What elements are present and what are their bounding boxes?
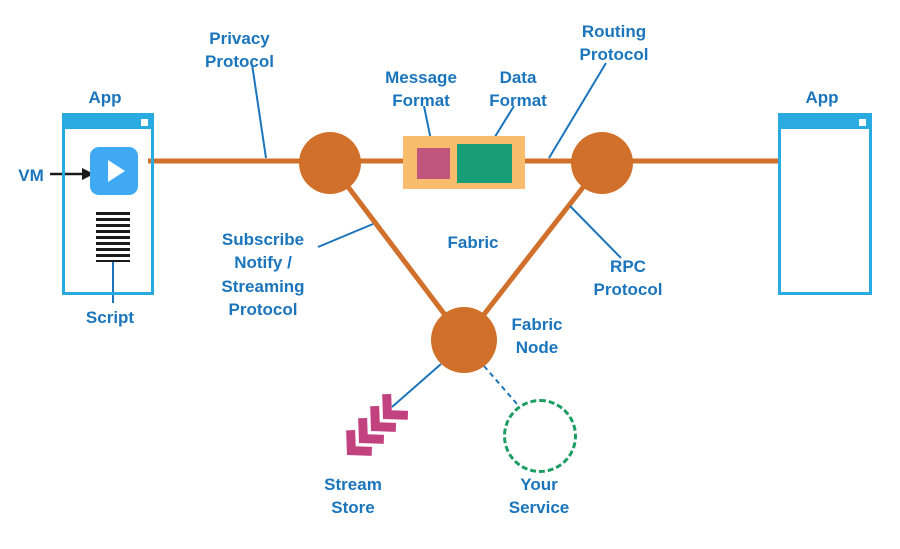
privacy-pointer-line [251,63,267,159]
vm-label: VM [18,166,44,185]
subscribe-protocol-label: Subscribe Notify / Streaming Protocol [221,230,305,320]
message-format-label: Message Format [385,68,457,111]
privacy-protocol-label: Privacy Protocol [205,29,274,72]
script-label: Script [85,308,135,327]
format-container [403,136,525,189]
fabric-node-bottom [431,307,497,373]
fabric-node-left [299,132,361,194]
message-format-block [417,148,450,179]
rpc-protocol-label: RPC Protocol [593,257,663,300]
fabric-label: Fabric [447,233,499,252]
subscribe-pointer-line [317,223,374,248]
stream-store-connector-line [391,363,442,408]
your-service-dashed-connector [483,365,518,405]
stream-store-label: Stream Store [324,475,382,518]
app-window-left [62,113,154,295]
stream-store-arrow-icon [346,393,409,456]
app-window-right [778,113,872,295]
vm-arrow-icon [50,168,94,180]
fabric-node-label: Fabric Node [511,315,563,358]
data-format-block [457,144,512,183]
fabric-right-diagonal-line [462,161,604,342]
window-control-icon [859,119,866,126]
vm-play-icon [90,147,138,195]
app-left-label: App [88,88,122,107]
routing-protocol-label: Routing Protocol [579,22,649,65]
your-service-dashed-circle-icon [503,399,577,473]
window-titlebar [781,116,869,129]
rpc-pointer-line [569,205,622,259]
app-right-label: App [805,88,839,107]
window-control-icon [141,119,148,126]
fabric-left-diagonal-line [328,161,466,342]
routing-pointer-line [548,62,607,159]
script-lines-icon [96,212,130,262]
window-titlebar [65,116,151,129]
fabric-node-right [571,132,633,194]
data-format-label: Data Format [489,68,547,111]
your-service-label: Your Service [508,475,570,518]
play-triangle-icon [108,160,125,182]
